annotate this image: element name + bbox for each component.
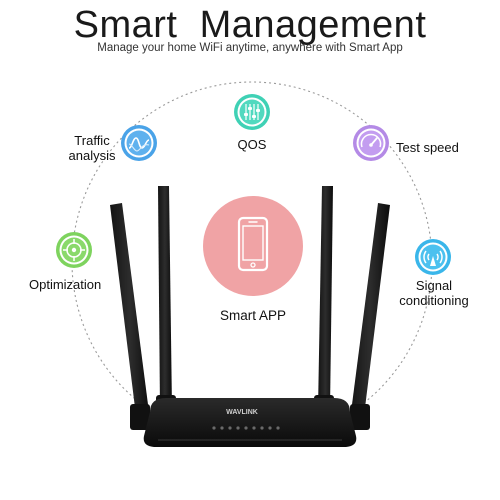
optimization-label: Optimization — [29, 277, 102, 292]
test-speed-label: Test speed — [396, 140, 459, 155]
qos-label: QOS — [237, 137, 267, 152]
smartphone-icon — [237, 216, 269, 272]
antenna-left-outer — [110, 203, 150, 430]
signal-conditioning-label: Signal conditioning — [394, 278, 474, 308]
traffic-analysis-label: Traffic analysis — [62, 133, 122, 163]
antenna-left-inner — [156, 186, 176, 417]
page-title: Smart Management — [73, 4, 427, 46]
signal-label-line2: conditioning — [399, 293, 469, 308]
test-speed-icon — [352, 124, 390, 162]
smart-app-label: Smart APP — [219, 308, 287, 323]
traffic-label-line1: Traffic — [74, 133, 110, 148]
router-brand-logo: WAVLINK — [226, 409, 258, 416]
signal-conditioning-icon — [414, 238, 452, 276]
smart-app-badge — [203, 196, 303, 296]
antenna-right-inner — [314, 186, 334, 417]
traffic-label-line2: analysis — [68, 148, 116, 163]
optimization-icon — [55, 231, 93, 269]
qos-icon — [233, 93, 271, 131]
router-body — [143, 398, 357, 447]
router-status-leds — [212, 426, 280, 430]
antenna-right-outer — [350, 203, 390, 430]
page-subtitle: Manage your home WiFi anytime, anywhere … — [97, 42, 403, 54]
traffic-analysis-icon — [120, 124, 158, 162]
signal-label-line1: Signal — [415, 278, 453, 293]
